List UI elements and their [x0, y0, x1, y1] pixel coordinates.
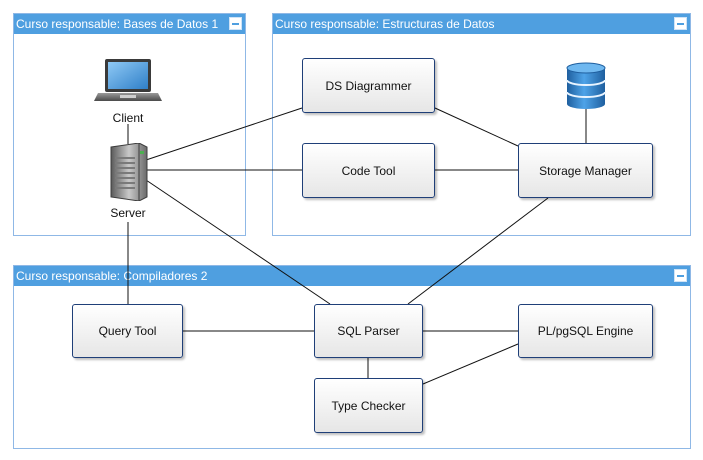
client-label: Client [112, 111, 144, 125]
edge-server-sql-parser [145, 179, 331, 305]
group-title-compiladores: Curso responsable: Compiladores 2 [16, 269, 208, 283]
database-icon[interactable] [566, 62, 606, 110]
node-type-checker[interactable]: Type Checker [314, 378, 423, 433]
node-code-tool[interactable]: Code Tool [302, 143, 435, 198]
collapse-icon[interactable] [674, 17, 687, 30]
group-title-estructuras-de-datos: Curso responsable: Estructuras de Datos [275, 17, 495, 31]
laptop-icon[interactable] [94, 57, 162, 103]
node-sql-parser-label: SQL Parser [337, 324, 400, 338]
node-query-tool-label: Query Tool [98, 324, 157, 338]
collapse-icon[interactable] [674, 269, 687, 282]
edge-type-checker-plpgsql-engine [422, 343, 519, 385]
node-code-tool-label: Code Tool [341, 163, 396, 178]
group-title-bases-de-datos: Curso responsable: Bases de Datos 1 [16, 17, 219, 31]
node-type-checker-label: Type Checker [331, 398, 406, 413]
server-icon[interactable] [109, 143, 149, 201]
edge-ds-diagrammer-storage-manager [434, 107, 519, 147]
group-estructuras-de-datos: Curso responsable: Estructuras de Datos [272, 13, 691, 236]
group-header-estructuras-de-datos: Curso responsable: Estructuras de Datos [273, 14, 690, 34]
node-plpgsql-engine-label: PL/pgSQL Engine [537, 324, 634, 338]
node-plpgsql-engine[interactable]: PL/pgSQL Engine [518, 304, 653, 358]
group-header-bases-de-datos: Curso responsable: Bases de Datos 1 [14, 14, 245, 34]
node-sql-parser[interactable]: SQL Parser [314, 304, 423, 358]
node-ds-diagrammer[interactable]: DS Diagrammer [302, 58, 435, 113]
node-ds-diagrammer-label: DS Diagrammer [325, 78, 412, 93]
collapse-icon[interactable] [229, 17, 242, 30]
edge-storage-manager-sql-parser [407, 197, 549, 305]
group-header-compiladores: Curso responsable: Compiladores 2 [14, 266, 690, 286]
node-storage-manager[interactable]: Storage Manager [518, 143, 653, 198]
node-storage-manager-label: Storage Manager [539, 163, 632, 178]
server-label: Server [110, 206, 146, 220]
edge-server-ds-diagrammer [145, 107, 303, 161]
node-query-tool[interactable]: Query Tool [72, 304, 183, 358]
